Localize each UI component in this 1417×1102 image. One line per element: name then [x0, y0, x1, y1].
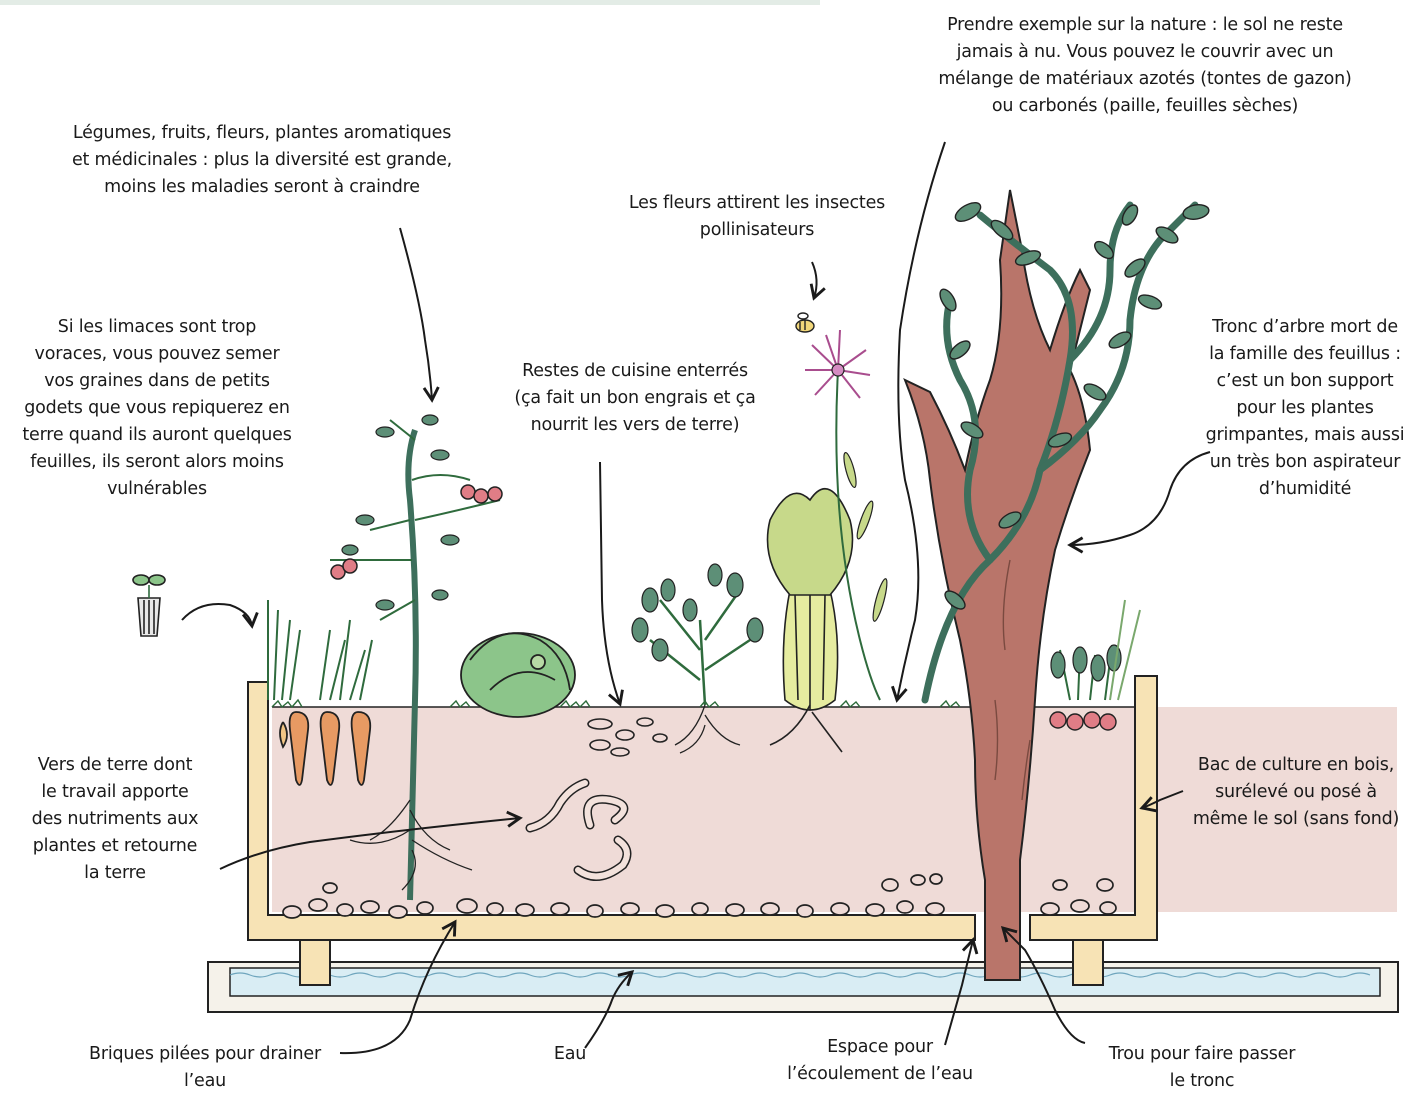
arrow-diversity — [400, 228, 432, 400]
bee — [796, 313, 814, 332]
label-kitchen: Restes de cuisine enterrés (ça fait un b… — [490, 358, 780, 439]
label-flowers: Les fleurs attirent les insectes pollini… — [607, 190, 907, 244]
arrow-flowers — [812, 262, 817, 298]
arrow-kitchen — [600, 462, 620, 704]
label-box: Bac de culture en bois, surélevé ou posé… — [1178, 752, 1414, 833]
label-bricks: Briques pilées pour drainer l’eau — [70, 1041, 340, 1095]
water-basin — [208, 962, 1398, 1012]
seedling-pot — [133, 575, 165, 636]
label-trunk: Tronc d’arbre mort de la famille des feu… — [1190, 314, 1417, 503]
label-flow: Espace pour l’écoulement de l’eau — [760, 1034, 1000, 1088]
label-nature: Prendre exemple sur la nature : le sol n… — [915, 12, 1375, 120]
label-slugs: Si les limaces sont trop voraces, vous p… — [2, 314, 312, 503]
leeks-and-herbs — [268, 600, 372, 700]
label-diversity: Légumes, fruits, fleurs, plantes aromati… — [52, 120, 472, 201]
label-worms: Vers de terre dont le travail apporte de… — [10, 752, 220, 887]
arrow-trunk — [1070, 452, 1210, 545]
cabbage — [461, 633, 575, 717]
label-water: Eau — [540, 1041, 600, 1068]
label-hole: Trou pour faire passer le tronc — [1082, 1041, 1322, 1095]
arrow-slugs — [182, 604, 252, 626]
